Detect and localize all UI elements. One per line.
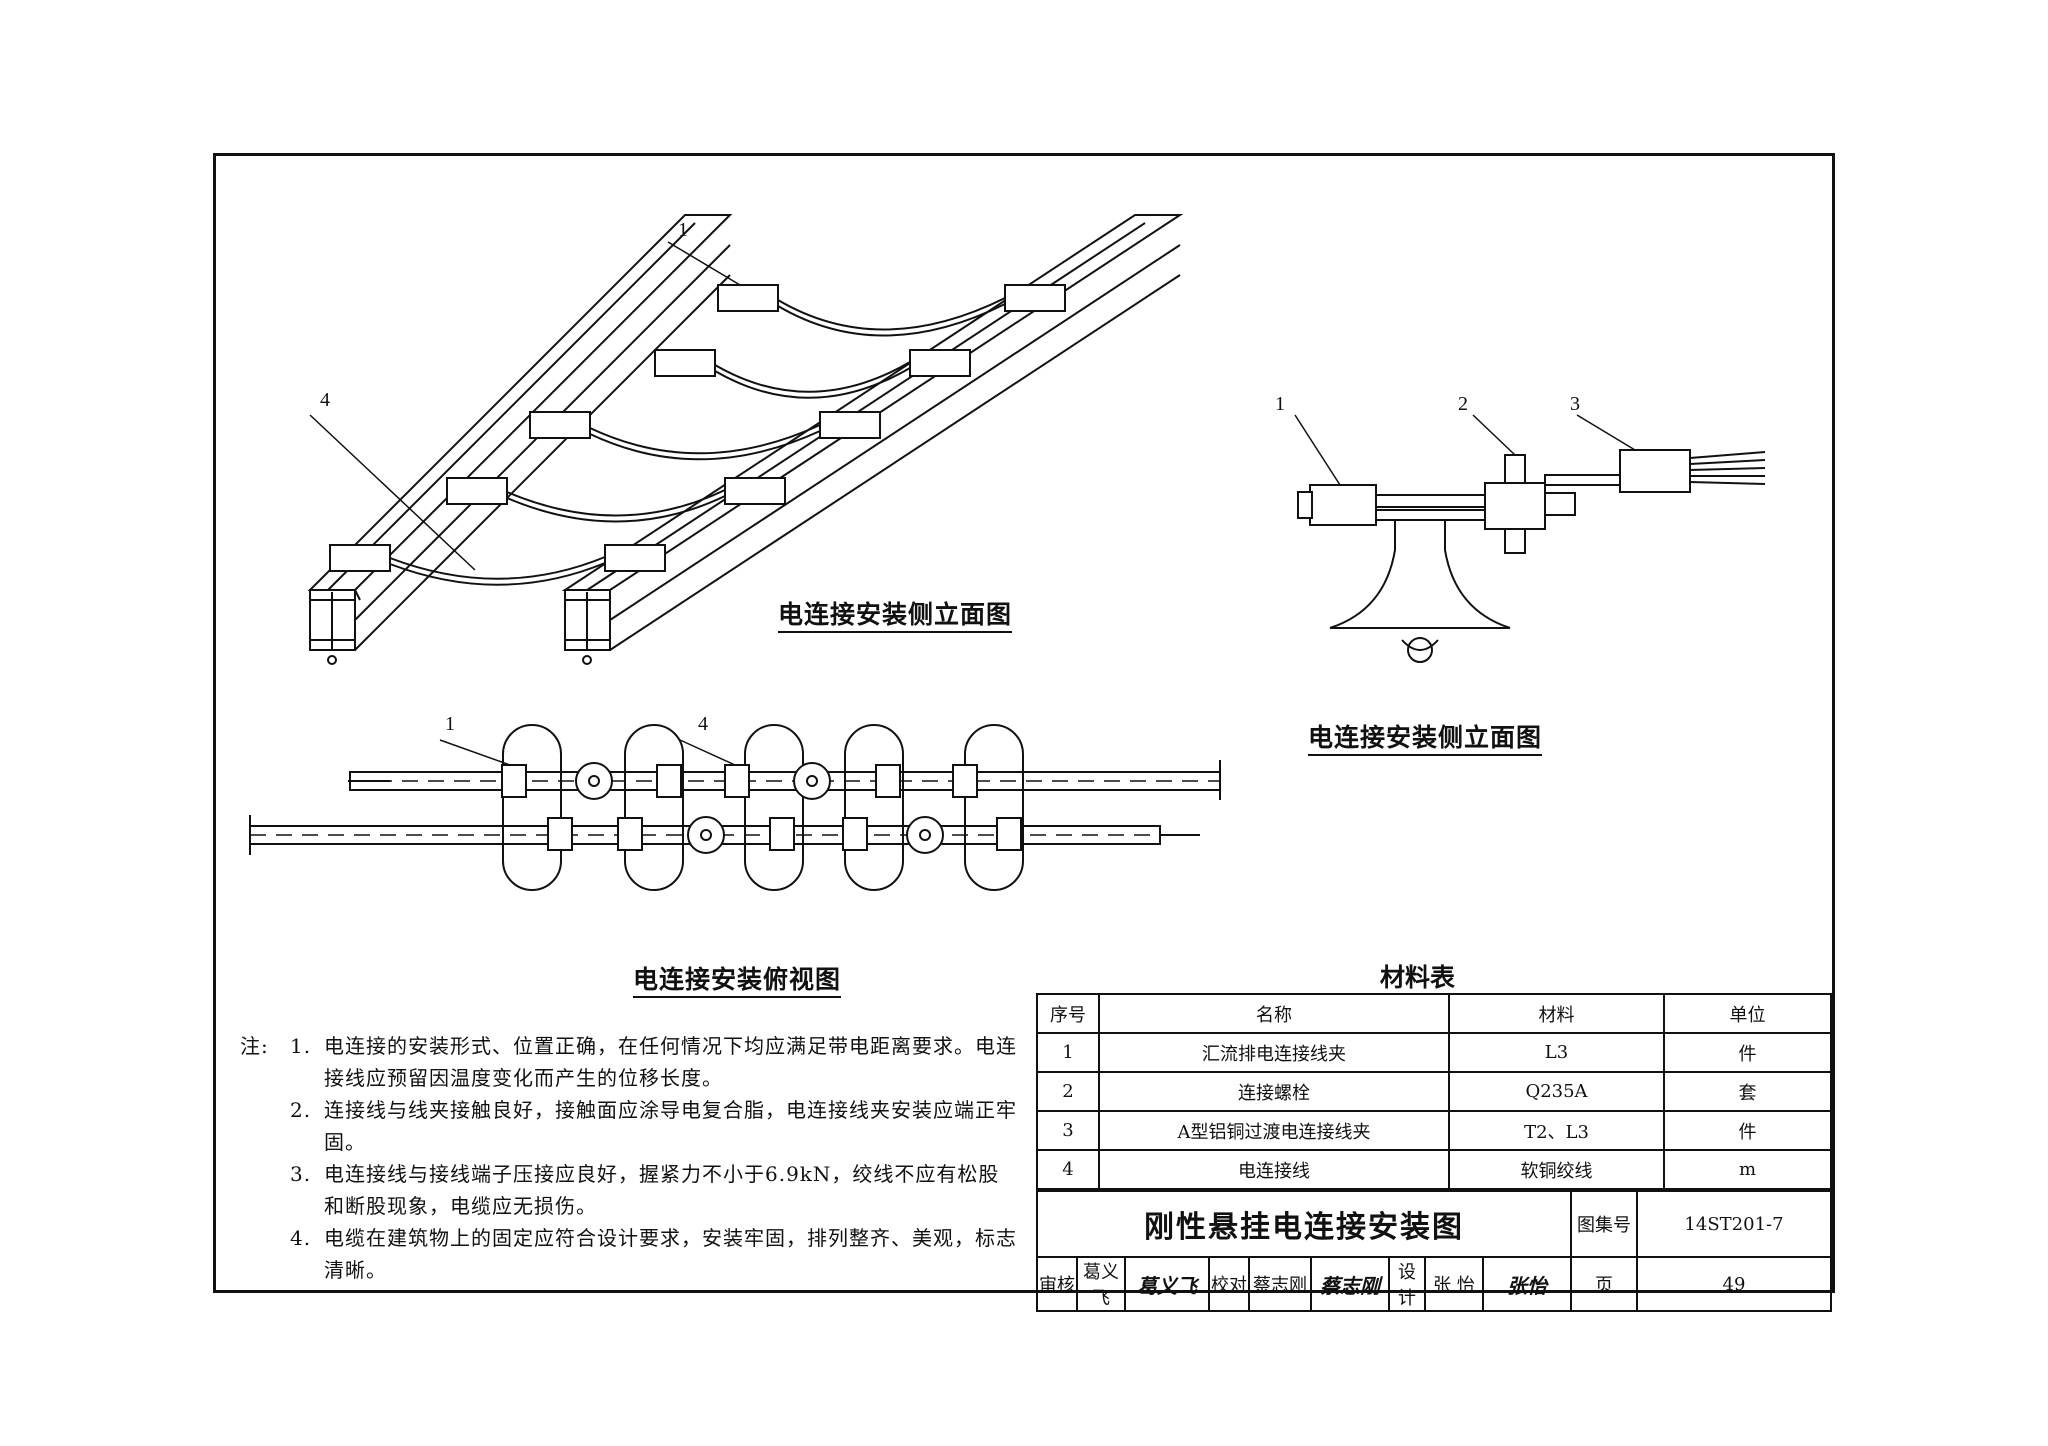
drawing-frame [213, 153, 1835, 1293]
design-label: 设计 [1388, 1256, 1426, 1312]
side-callout-1: 1 [1275, 393, 1285, 415]
page-number: 49 [1636, 1256, 1832, 1312]
side-callout-3: 3 [1570, 393, 1580, 415]
table-row: 4 电连接线 软铜绞线 m [1036, 1149, 1832, 1190]
top-leader-lines [439, 739, 736, 766]
top-view-insulators [575, 762, 944, 854]
note-item: 4. 电缆在建筑物上的固定应符合设计要求，安装牢固，排列整齐、美观，标志清晰。 [290, 1226, 1017, 1282]
title-block: 刚性悬挂电连接安装图 图集号 14ST201-7 审核 葛义飞 葛义飞 校对 蔡… [1036, 1190, 1832, 1312]
iso-leader-lines [309, 241, 741, 571]
top-view-caption: 电连接安装俯视图 [633, 960, 842, 998]
iso-view-caption: 电连接安装侧立面图 [778, 595, 1013, 633]
iso-callout-4: 4 [320, 389, 330, 411]
iso-jumpers [389, 297, 1006, 586]
table-row: 2 连接螺栓 Q235A 套 [1036, 1071, 1832, 1112]
note-item: 注: 1. 电连接的安装形式、位置正确，在任何情况下均应满足带电距离要求。电连接… [240, 1030, 1020, 1094]
materials-table: 序号 名称 材料 单位 1 汇流排电连接线夹 L3 件 2 连接螺栓 Q235A… [1036, 993, 1832, 1190]
check-label: 校对 [1208, 1256, 1250, 1312]
iso-clamps [329, 284, 1066, 572]
materials-title: 材料表 [1380, 963, 1456, 992]
iso-callout-1: 1 [678, 219, 688, 241]
note-item: 3. 电连接线与接线端子压接应良好，握紧力不小于6.9kN，绞线不应有松股和断股… [290, 1162, 1000, 1218]
notes-block: 注: 1. 电连接的安装形式、位置正确，在任何情况下均应满足带电距离要求。电连接… [240, 1030, 1020, 1286]
designer-name: 张 怡 [1424, 1256, 1484, 1312]
atlas-number: 14ST201-7 [1636, 1190, 1832, 1258]
atlas-label: 图集号 [1570, 1190, 1638, 1258]
top-view-clamps [501, 764, 1022, 851]
reviewer-signature: 葛义飞 [1124, 1256, 1210, 1312]
notes-prefix: 注: [240, 1034, 269, 1058]
side-view-assembly [1297, 449, 1766, 663]
checker-name: 蔡志刚 [1248, 1256, 1312, 1312]
top-callout-4: 4 [698, 713, 708, 735]
iso-rail-left [307, 214, 733, 665]
review-label: 审核 [1036, 1256, 1078, 1312]
table-header-row: 序号 名称 材料 单位 [1036, 993, 1832, 1034]
side-callout-2: 2 [1458, 393, 1468, 415]
top-callout-1: 1 [445, 713, 455, 735]
top-view-loops [502, 724, 1024, 891]
side-view-caption: 电连接安装侧立面图 [1308, 718, 1543, 756]
side-leader-lines [1294, 414, 1636, 486]
table-row: 1 汇流排电连接线夹 L3 件 [1036, 1032, 1832, 1073]
designer-signature: 张怡 [1482, 1256, 1572, 1312]
table-row: 3 A型铝铜过渡电连接线夹 T2、L3 件 [1036, 1110, 1832, 1151]
drawing-title: 刚性悬挂电连接安装图 [1036, 1190, 1572, 1258]
note-item: 2. 连接线与线夹接触良好，接触面应涂导电复合脂，电连接线夹安装应端正牢固。 [290, 1098, 1017, 1154]
checker-signature: 蔡志刚 [1310, 1256, 1390, 1312]
page-label: 页 [1570, 1256, 1638, 1312]
reviewer-name: 葛义飞 [1076, 1256, 1126, 1312]
